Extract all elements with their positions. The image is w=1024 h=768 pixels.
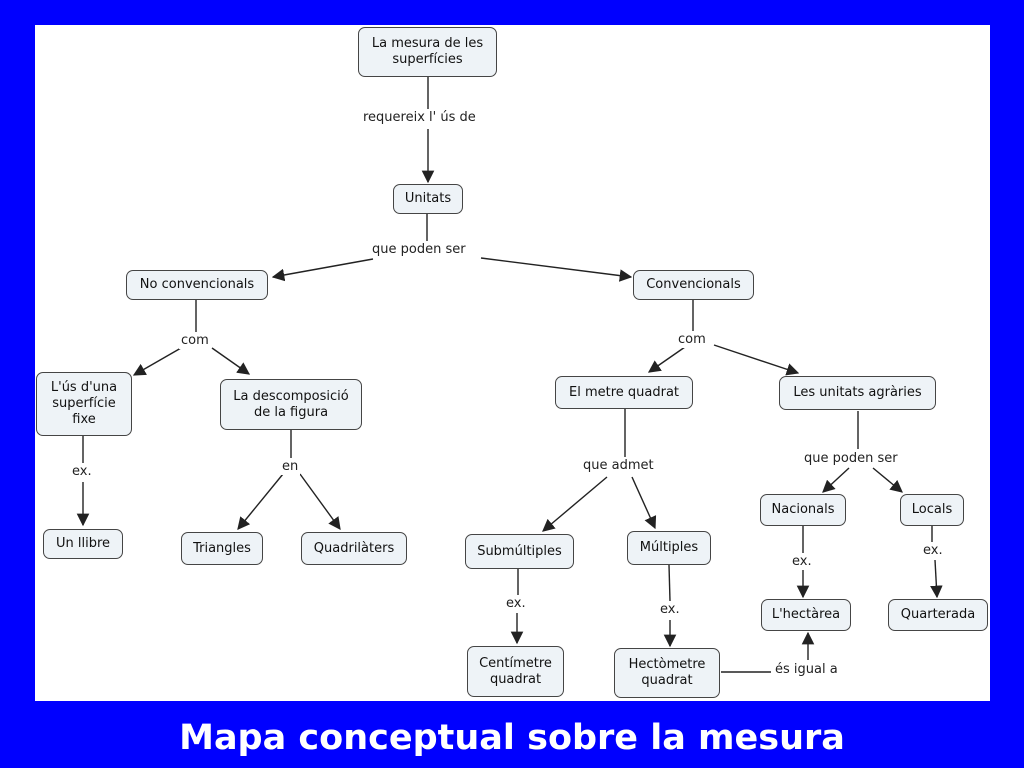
node-hectarea[interactable]: L'hectàrea (761, 599, 851, 631)
arrow-to-quadrilaters (299, 473, 341, 531)
node-centimetre-quadrat[interactable]: Centímetre quadrat (467, 646, 564, 697)
label-que-admet: que admet (581, 458, 656, 474)
arrow-to-locals (872, 467, 903, 493)
label-requereix: requereix l' ús de (361, 110, 478, 126)
label-es-igual-a: és igual a (773, 662, 840, 678)
label-com-2: com (676, 332, 708, 348)
node-unitats-agraries[interactable]: Les unitats agràries (779, 376, 936, 410)
node-multiples[interactable]: Múltiples (627, 531, 711, 565)
label-que-poden-ser-1: que poden ser (370, 242, 468, 258)
concept-map-canvas: La mesura de les superfícies Unitats No … (35, 25, 990, 701)
arrow-to-quarterada (930, 559, 943, 599)
node-quadrilaters[interactable]: Quadrilàters (301, 532, 407, 565)
node-root[interactable]: La mesura de les superfícies (358, 27, 497, 77)
node-us-superficie[interactable]: L'ús d'una superfície fixe (36, 372, 132, 436)
arrow-to-metre (647, 346, 686, 373)
label-ex-3: ex. (658, 602, 682, 618)
node-quarterada[interactable]: Quarterada (888, 599, 988, 631)
arrow-to-submultiples (542, 476, 608, 532)
arrow-to-no-convencionals (271, 258, 374, 282)
node-triangles[interactable]: Triangles (181, 532, 263, 565)
node-unitats[interactable]: Unitats (393, 184, 463, 214)
label-ex-1: ex. (70, 464, 94, 480)
arrow-to-triangles (237, 473, 284, 530)
node-nacionals[interactable]: Nacionals (760, 494, 846, 526)
label-que-poden-ser-2: que poden ser (802, 451, 900, 467)
node-un-llibre[interactable]: Un llibre (43, 529, 123, 559)
label-com-1: com (179, 333, 211, 349)
node-locals[interactable]: Locals (900, 494, 964, 526)
label-ex-2: ex. (504, 596, 528, 612)
node-descomposicio[interactable]: La descomposició de la figura (220, 379, 362, 430)
node-hectometre-quadrat[interactable]: Hectòmetre quadrat (614, 648, 720, 698)
label-en: en (280, 459, 301, 475)
node-no-convencionals[interactable]: No convencionals (126, 270, 268, 300)
arrow-to-us-superficie (132, 347, 182, 376)
arrow-to-descomposicio (211, 347, 251, 375)
arrow-to-nacionals (822, 467, 850, 493)
node-convencionals[interactable]: Convencionals (633, 270, 754, 300)
line-mult-to-ex (668, 564, 671, 602)
label-ex-5: ex. (921, 543, 945, 559)
arrow-to-convencionals (480, 257, 633, 282)
slide-title: Mapa conceptual sobre la mesura (179, 718, 845, 758)
node-submultiples[interactable]: Submúltiples (465, 534, 574, 569)
arrow-to-multiples (631, 476, 657, 530)
node-metre-quadrat[interactable]: El metre quadrat (555, 376, 693, 409)
label-ex-4: ex. (790, 554, 814, 570)
arrow-to-agraries (713, 344, 800, 376)
connector-lines (76, 77, 943, 673)
